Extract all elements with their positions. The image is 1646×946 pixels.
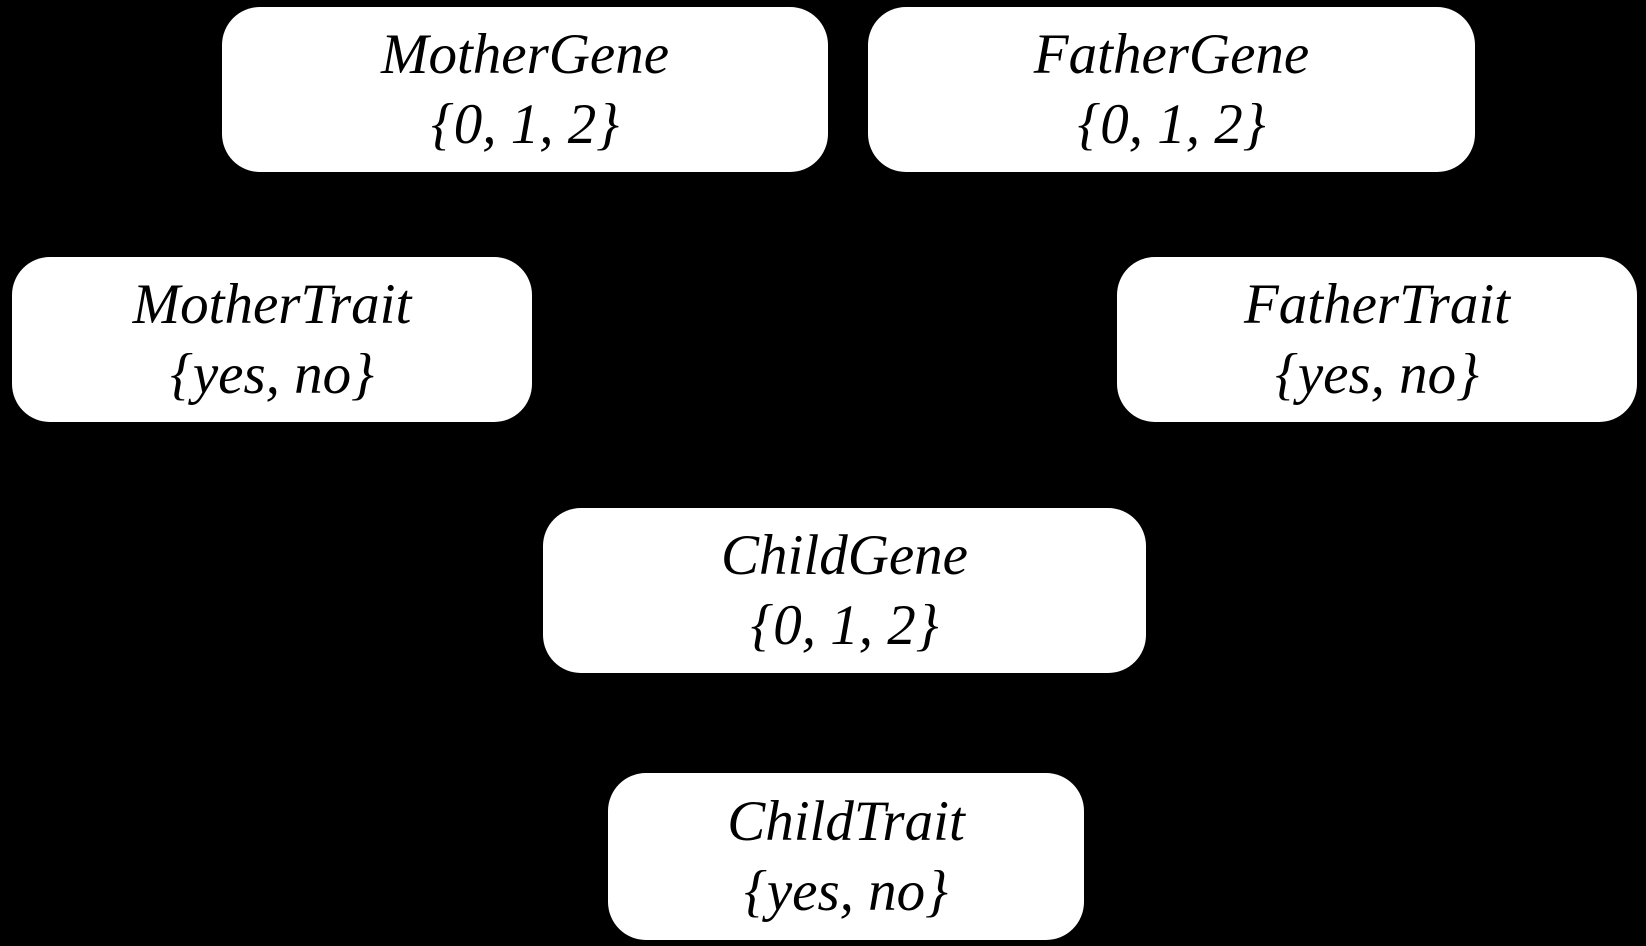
node-father-trait: FatherTrait {yes, no} <box>1117 257 1637 422</box>
node-mother-trait: MotherTrait {yes, no} <box>12 257 532 422</box>
node-child-gene-domain: {0, 1, 2} <box>750 593 939 657</box>
node-child-gene: ChildGene {0, 1, 2} <box>543 508 1146 673</box>
node-mother-gene: MotherGene {0, 1, 2} <box>222 7 828 172</box>
node-mother-trait-label: MotherTrait <box>132 272 412 336</box>
node-child-trait: ChildTrait {yes, no} <box>608 773 1084 940</box>
node-child-trait-label: ChildTrait <box>727 789 965 853</box>
node-child-trait-domain: {yes, no} <box>744 859 948 923</box>
node-father-trait-domain: {yes, no} <box>1275 342 1479 406</box>
node-father-gene: FatherGene {0, 1, 2} <box>868 7 1475 172</box>
node-father-gene-label: FatherGene <box>1033 22 1310 86</box>
node-mother-gene-label: MotherGene <box>380 22 670 86</box>
node-mother-gene-domain: {0, 1, 2} <box>430 92 620 156</box>
node-father-gene-domain: {0, 1, 2} <box>1077 92 1266 156</box>
node-child-gene-label: ChildGene <box>721 523 968 587</box>
node-father-trait-label: FatherTrait <box>1243 272 1511 336</box>
node-mother-trait-domain: {yes, no} <box>170 342 374 406</box>
